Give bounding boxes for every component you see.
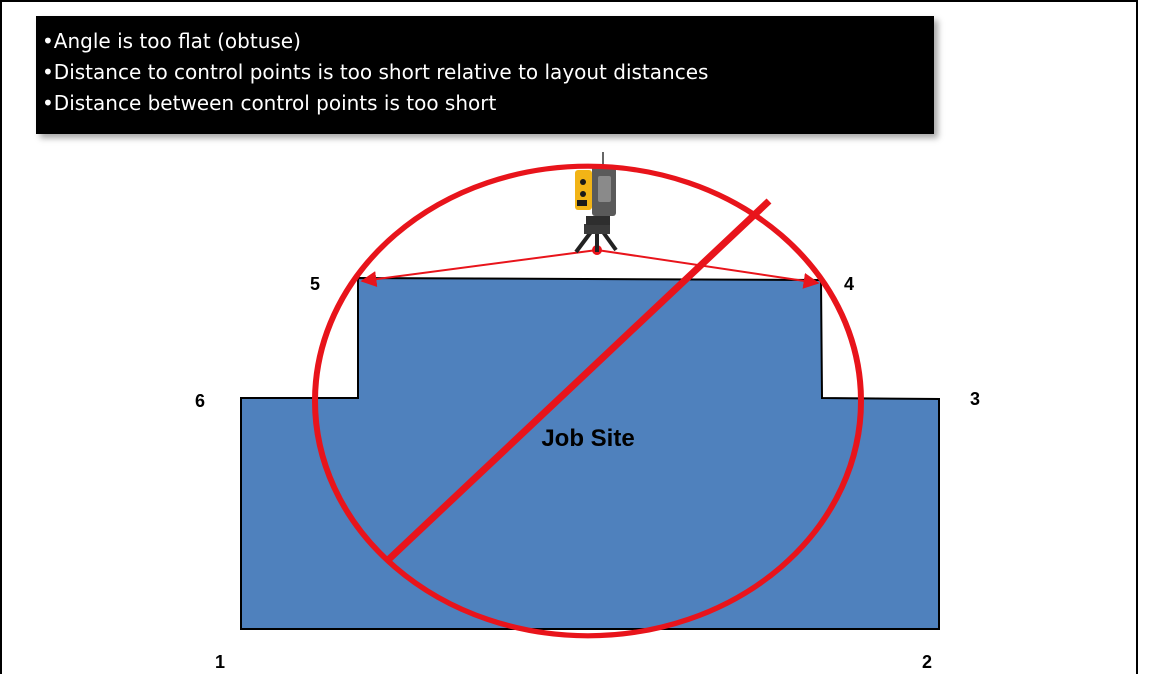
notes-box: •Angle is too flat (obtuse) •Distance to… — [36, 16, 934, 134]
point-label-3: 3 — [970, 389, 980, 409]
sight-line-to-5 — [360, 249, 598, 288]
note-item-distance-to-control: •Distance to control points is too short… — [42, 60, 709, 84]
point-label-2: 2 — [922, 652, 932, 672]
point-label-4: 4 — [844, 274, 854, 294]
point-label-6: 6 — [195, 391, 205, 411]
prohibition-circle — [312, 163, 864, 639]
note-item-distance-between-control: •Distance between control points is too … — [42, 91, 497, 115]
prohibition-slash — [384, 198, 772, 564]
sight-line-to-4 — [596, 249, 820, 289]
point-label-5: 5 — [310, 274, 320, 294]
prohibition-sign — [312, 163, 864, 639]
point-label-1: 1 — [215, 652, 225, 672]
total-station-icon — [574, 152, 618, 254]
job-site-shape — [240, 276, 940, 630]
job-site-label: Job Site — [541, 425, 634, 452]
note-item-angle: •Angle is too flat (obtuse) — [42, 29, 301, 53]
